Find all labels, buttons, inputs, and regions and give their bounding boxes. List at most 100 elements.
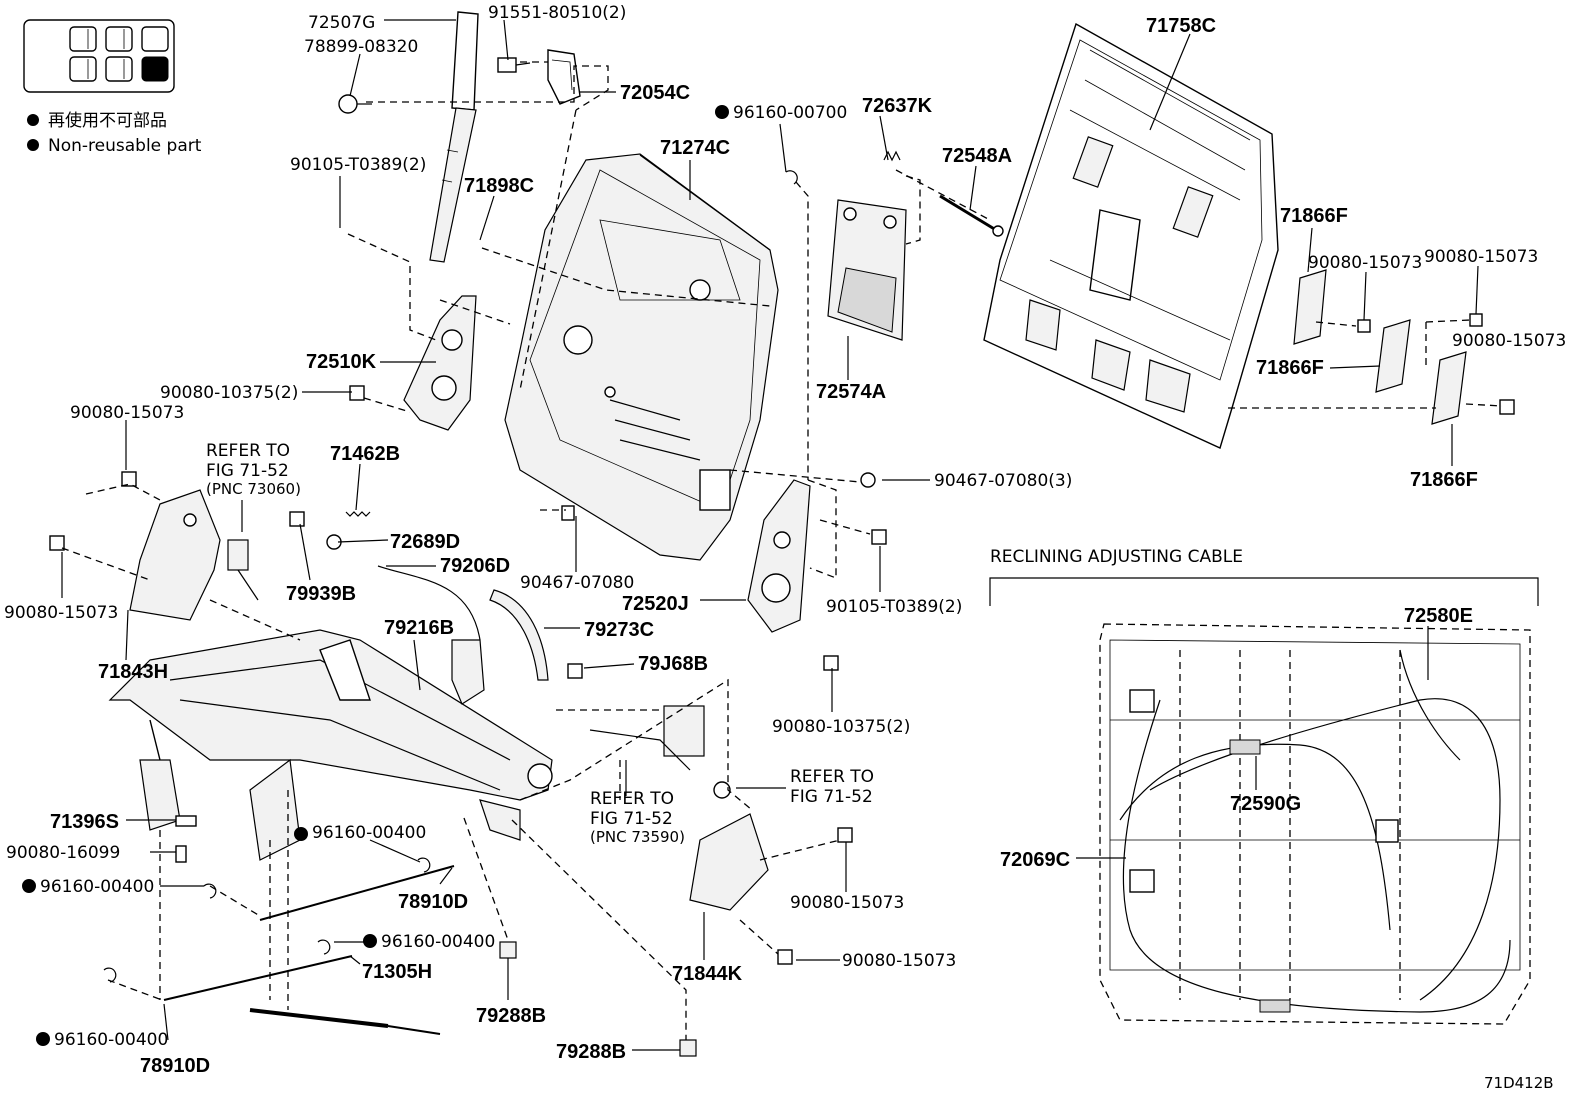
legend-dot-icon <box>27 114 39 126</box>
label-71396S: 71396S <box>50 811 119 833</box>
label-90467-07080-3: 90467-07080(3) <box>934 471 1072 491</box>
label-90080-15073-b: 90080-15073 <box>1424 247 1538 267</box>
label-72574A: 72574A <box>816 381 886 403</box>
cover-71843H-part <box>129 489 221 621</box>
svg-text:FIG 71-52: FIG 71-52 <box>206 461 289 481</box>
bolt-78899-icon <box>338 94 372 114</box>
inset-title: RECLINING ADJUSTING CABLE <box>990 547 1243 567</box>
assembly-lines <box>61 61 1503 1040</box>
svg-text:FIG 71-52: FIG 71-52 <box>590 809 673 829</box>
label-71866F-a: 71866F <box>1280 205 1348 227</box>
non-reusable-markers <box>22 105 729 1046</box>
bracket-79216B-part <box>451 639 485 705</box>
figure-code: 71D412B <box>1484 1074 1554 1092</box>
seatback-frame-part <box>504 153 779 561</box>
label-90080-10375-b: 90080-10375(2) <box>772 717 910 737</box>
label-71462B: 71462B <box>330 443 400 465</box>
label-71866F-b: 71866F <box>1256 357 1324 379</box>
label-90080-15073-c: 90080-15073 <box>1452 331 1566 351</box>
legend-japanese: 再使用不可部品 <box>48 110 167 131</box>
label-90080-15073-f: 90080-15073 <box>790 893 904 913</box>
label-90080-16099: 90080-16099 <box>6 843 120 863</box>
label-90080-15073-e: 90080-15073 <box>4 603 118 623</box>
svg-text:(PNC 73060): (PNC 73060) <box>206 480 301 498</box>
svg-text:REFER TO: REFER TO <box>590 789 674 809</box>
clip-79288B-icon <box>679 1039 697 1057</box>
headrest-support-72574A-part <box>827 199 907 341</box>
label-71274C: 71274C <box>660 137 730 159</box>
refer-note-73060: REFER TO FIG 71-52 (PNC 73060) <box>206 441 301 498</box>
label-91551-80510: 91551-80510(2) <box>488 3 626 23</box>
cover-71866F-part <box>1293 269 1467 425</box>
bolt-91551-icon <box>497 57 531 73</box>
label-72548A: 72548A <box>942 145 1012 167</box>
bolt-icon <box>49 385 887 965</box>
label-90080-15073-a: 90080-15073 <box>1308 253 1422 273</box>
bracket-72054C-part <box>547 49 581 105</box>
leader-lines <box>61 19 1479 1051</box>
label-72510K: 72510K <box>306 351 377 373</box>
clip-79288B-icon <box>499 941 517 959</box>
hinge-72510K-part <box>403 295 477 431</box>
label-71866F-c: 71866F <box>1410 469 1478 491</box>
cover-71844K-part <box>689 813 769 911</box>
gas-spring-part <box>429 11 479 263</box>
label-79216B: 79216B <box>384 617 454 639</box>
trim-79273C-part <box>489 589 549 681</box>
label-79206D: 79206D <box>440 555 510 577</box>
refer-note: REFER TO FIG 71-52 <box>790 767 874 807</box>
svg-text:REFER TO: REFER TO <box>206 441 290 461</box>
label-72637K: 72637K <box>862 95 933 117</box>
label-96160-00400-a: 96160-00400 <box>312 823 426 843</box>
inset-reclining-cable <box>989 577 1539 1025</box>
label-72580E: 72580E <box>1404 605 1473 627</box>
label-72590G: 72590G <box>1230 793 1301 815</box>
label-90467-07080: 90467-07080 <box>520 573 634 593</box>
hinge-72520J-part <box>747 479 811 633</box>
label-71758C: 71758C <box>1146 15 1216 37</box>
label-79288B-a: 79288B <box>476 1005 546 1027</box>
label-96160-00700: 96160-00700 <box>733 103 847 123</box>
svg-text:REFER TO: REFER TO <box>790 767 874 787</box>
label-96160-00400-c: 96160-00400 <box>381 932 495 952</box>
label-72054C: 72054C <box>620 82 690 104</box>
label-96160-00400-b: 96160-00400 <box>40 877 154 897</box>
svg-text:(PNC 73590): (PNC 73590) <box>590 828 685 846</box>
belt-buckle-part <box>227 539 705 771</box>
label-72069C: 72069C <box>1000 849 1070 871</box>
cable-78910D-b-part <box>163 955 353 1001</box>
rod-72548A-part <box>939 194 1004 237</box>
label-90105-T0389-b: 90105-T0389(2) <box>826 597 962 617</box>
label-72520J: 72520J <box>622 593 689 615</box>
label-71843H: 71843H <box>98 661 168 683</box>
label-78899-08320: 78899-08320 <box>304 37 418 57</box>
label-71305H: 71305H <box>362 961 432 983</box>
cable-79206D-part <box>377 565 481 641</box>
cable-78910D-a-part <box>259 865 455 921</box>
label-71844K: 71844K <box>672 963 743 985</box>
label-90080-10375-a: 90080-10375(2) <box>160 383 298 403</box>
gas-spring-71305H-part <box>249 1008 441 1035</box>
clip-96160-00400-icon <box>103 857 431 983</box>
label-90105-T0389-a: 90105-T0389(2) <box>290 155 426 175</box>
label-90080-15073-d: 90080-15073 <box>70 403 184 423</box>
spring-71462B-icon <box>345 511 371 517</box>
legend-dot-icon <box>27 139 39 151</box>
seat-position-icon <box>23 19 175 93</box>
svg-text:FIG 71-52: FIG 71-52 <box>790 787 873 807</box>
label-78910D-a: 78910D <box>398 891 468 913</box>
label-71898C: 71898C <box>464 175 534 197</box>
label-79288B-b: 79288B <box>556 1041 626 1063</box>
refer-note-73590: REFER TO FIG 71-52 (PNC 73590) <box>590 789 685 846</box>
label-72507G: 72507G <box>308 13 375 33</box>
label-90080-15073-g: 90080-15073 <box>842 951 956 971</box>
label-72689D: 72689D <box>390 531 460 553</box>
legend-english: Non-reusable part <box>48 136 202 156</box>
clip-96160-00700-icon <box>785 170 798 185</box>
label-96160-00400-d: 96160-00400 <box>54 1030 168 1050</box>
label-79939B: 79939B <box>286 583 356 605</box>
bolt-90080-15073-icon <box>1357 313 1515 415</box>
label-79273C: 79273C <box>584 619 654 641</box>
seatback-board-part <box>983 22 1279 449</box>
